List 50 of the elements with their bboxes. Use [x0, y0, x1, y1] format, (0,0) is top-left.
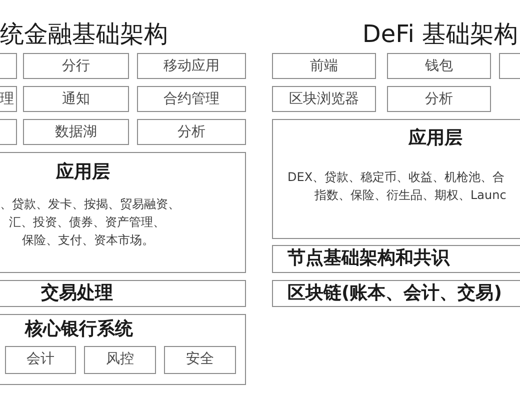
layer-description: 、贷款、发卡、按揭、贸易融资、: [0, 198, 180, 212]
module-box: [84, 346, 156, 374]
module-label: 会计: [26, 351, 54, 368]
layer-description: DEX、贷款、稳定币、收益、机枪池、合: [288, 170, 505, 184]
layer-title: 应用层: [56, 162, 110, 183]
module-label: 通知: [62, 90, 90, 108]
module-label: 安全: [186, 351, 214, 368]
module-label: 区块浏览器: [289, 90, 359, 108]
module-box: [272, 53, 376, 79]
module-label: 钱包: [425, 58, 453, 74]
layer-description: 指数、保险、衍生品、期权、Launc: [314, 188, 506, 202]
layer-title: 应用层: [408, 128, 462, 149]
layer-title: 交易处理: [41, 283, 113, 304]
module-label: 分析: [178, 124, 206, 140]
module-box: [272, 86, 376, 112]
module-box: [23, 86, 129, 112]
module-label: 风控: [106, 351, 134, 368]
module-box: [23, 53, 129, 79]
module-box: [137, 119, 246, 145]
layer-panel: [0, 152, 246, 273]
module-label: 前端: [310, 58, 338, 74]
module-box: [164, 346, 236, 374]
module-box: [0, 119, 17, 145]
module-box: [0, 53, 17, 79]
module-box: [137, 53, 246, 79]
layer-description: 汇、投资、债券、资产管理、: [9, 216, 165, 230]
layer-panel: [272, 119, 520, 239]
module-label: 数据湖: [55, 124, 97, 140]
module-label: 合约管理: [164, 90, 220, 108]
module-box: [137, 86, 246, 112]
layer-bar: [0, 280, 246, 307]
module-box: [5, 346, 76, 374]
module-box: [387, 53, 491, 79]
column-heading: 统金融基础架构: [0, 21, 168, 49]
layer-bar: [272, 280, 520, 307]
layer-description: 保险、支付、资本市场。: [22, 234, 154, 248]
module-label: 移动应用: [164, 58, 220, 74]
module-box: [0, 86, 17, 112]
column-heading: DeFi 基础架构: [362, 21, 518, 49]
system-panel: [0, 314, 246, 385]
module-label: 分析: [425, 90, 453, 108]
module-label: 理: [0, 90, 14, 107]
module-label: 分行: [62, 58, 90, 74]
module-box: [23, 119, 129, 145]
layer-bar: [272, 245, 520, 273]
layer-title: 区块链(账本、会计、交易): [288, 283, 502, 304]
layer-title: 核心银行系统: [25, 319, 133, 340]
module-box: [499, 53, 520, 79]
layer-title: 节点基础架构和共识: [288, 248, 450, 269]
module-box: [387, 86, 491, 112]
